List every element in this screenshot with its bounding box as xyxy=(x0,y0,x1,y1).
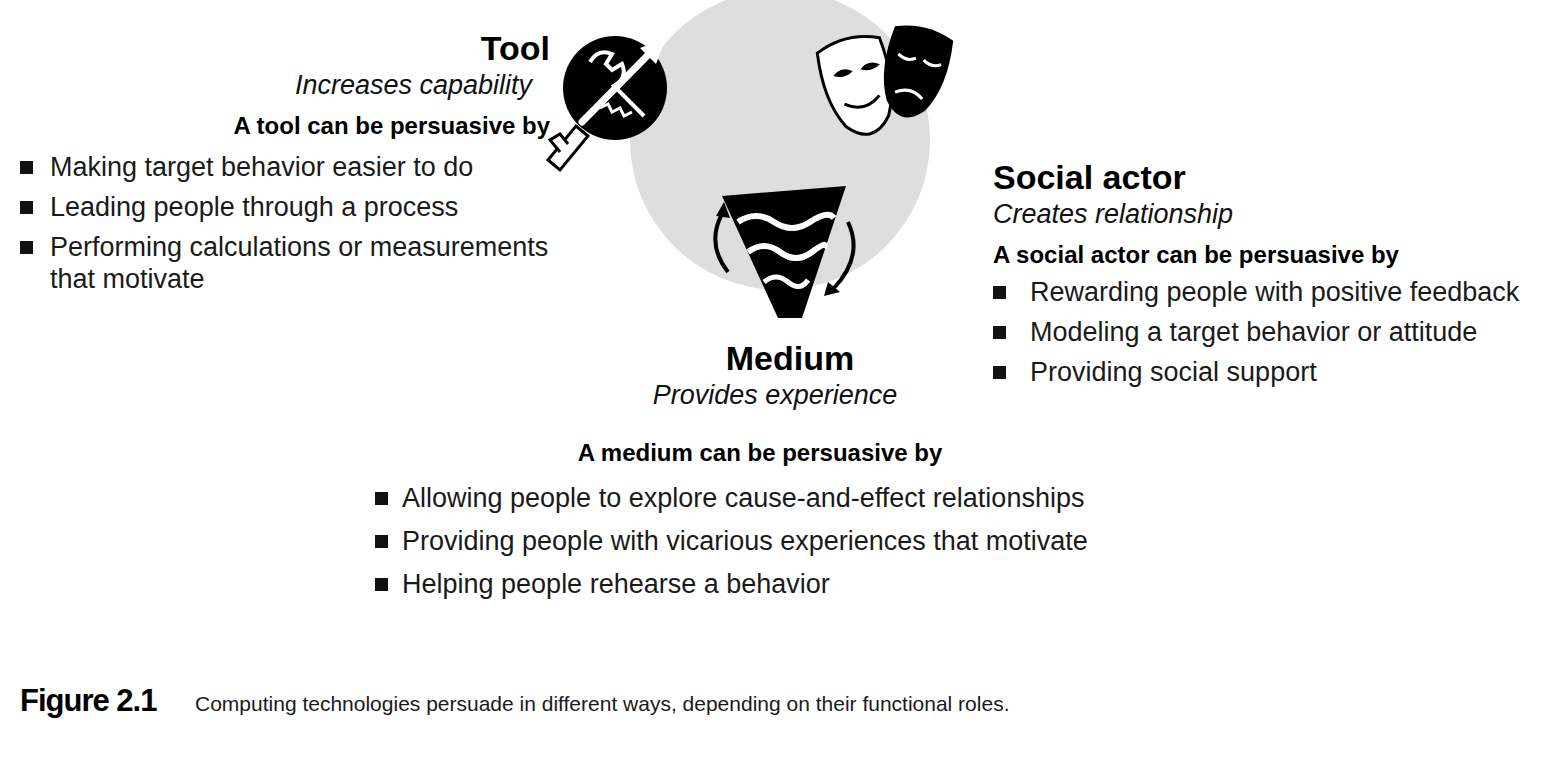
node-subtitle: Provides experience xyxy=(335,378,1215,413)
arrow-head xyxy=(824,282,840,296)
node-subtitle: Creates relationship xyxy=(993,197,1538,232)
tragedy-mask xyxy=(873,20,957,125)
mask-mouth xyxy=(844,95,881,111)
medium-icon xyxy=(715,186,853,318)
figure-number: Figure 2.1 xyxy=(20,683,156,719)
bullet-item: Rewarding people with positive feedback xyxy=(993,276,1538,308)
arrow-head xyxy=(716,202,730,218)
cycle-arrow xyxy=(834,222,854,288)
tool-head xyxy=(550,134,568,152)
node-subtitle: Increases capability xyxy=(2,68,532,103)
bullet-item: Allowing people to explore cause-and-eff… xyxy=(375,482,1255,514)
node-lead: A social actor can be persuasive by xyxy=(993,240,1538,270)
bullet-item: Making target behavior easier to do xyxy=(20,151,550,183)
node-title: Medium xyxy=(350,338,1230,378)
bullet-item: Modeling a target behavior or attitude xyxy=(993,316,1538,348)
tool-disc xyxy=(563,36,667,140)
bullet-item: Performing calculations or measurements … xyxy=(20,231,550,295)
screwdriver-tip xyxy=(640,42,662,64)
mask-eyes xyxy=(832,60,880,78)
cycle-arrow xyxy=(715,214,728,272)
figure-caption: Computing technologies persuade in diffe… xyxy=(195,690,1009,718)
node-lead: A medium can be persuasive by xyxy=(320,438,1200,468)
medium-wave xyxy=(764,277,808,287)
node-title: Social actor xyxy=(993,157,1538,197)
medium-wave xyxy=(748,245,825,258)
masks-icon xyxy=(814,20,956,142)
text-block: Social actorCreates relationship A social… xyxy=(993,157,1538,388)
ruler-ticks xyxy=(600,104,632,116)
bullet-item: Providing social support xyxy=(993,356,1538,388)
bullet-item: Helping people rehearse a behavior xyxy=(375,568,1255,600)
node-title: Tool xyxy=(20,28,550,68)
mask-eyes-light xyxy=(898,54,941,68)
text-block: MediumProvides experienceA medium can be… xyxy=(375,338,1255,600)
text-block: ToolIncreases capabilityA tool can be pe… xyxy=(20,28,550,295)
bullet-item: Leading people through a process xyxy=(20,191,550,223)
node-lead: A tool can be persuasive by xyxy=(20,111,550,141)
bullet-item: Providing people with vicarious experien… xyxy=(375,525,1255,557)
wrench xyxy=(590,52,644,116)
medium-funnel xyxy=(722,186,846,318)
mask-mouth-light xyxy=(895,87,923,99)
tool-icon xyxy=(548,36,667,170)
tool-handle xyxy=(548,126,588,170)
medium-wave xyxy=(738,215,834,228)
